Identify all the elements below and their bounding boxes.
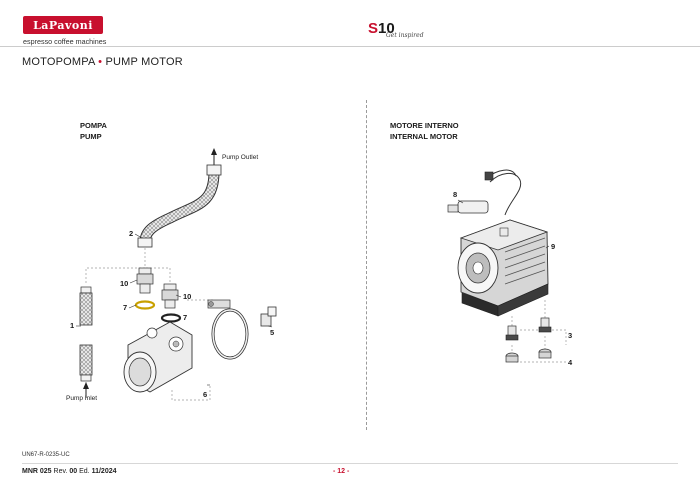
section-divider xyxy=(366,100,367,430)
model-name: S10 xyxy=(368,20,395,37)
fitting-left xyxy=(136,267,154,294)
callout-10-right: 10 xyxy=(183,292,192,301)
ed-label: Ed. xyxy=(79,468,90,475)
title-separator: • xyxy=(98,56,103,68)
header-rule xyxy=(0,46,700,47)
braided-pipe xyxy=(137,164,222,248)
document-code: UN67-R-0235-UC xyxy=(22,452,70,458)
motor-heading: MOTORE INTERNO INTERNAL MOTOR xyxy=(390,120,459,142)
motor-body xyxy=(457,219,549,317)
callout-8: 8 xyxy=(453,190,458,199)
callout-9: 9 xyxy=(551,242,556,251)
motor-capacitor xyxy=(447,169,522,216)
logo-text: LaPavoni xyxy=(33,18,93,32)
motor-feet-pads xyxy=(505,348,552,363)
callout-leaders xyxy=(76,233,273,386)
pump-outlet-label: Pump Outlet xyxy=(222,154,259,161)
pump-heading: POMPA PUMP xyxy=(80,120,107,142)
model-number: 10 xyxy=(378,20,395,37)
page-title: MOTOPOMPA • PUMP MOTOR xyxy=(22,56,183,68)
ed-value: 11/2024 xyxy=(91,468,117,475)
pump-body xyxy=(123,321,193,393)
motor-guide-lines xyxy=(511,300,567,363)
brand-logo: LaPavoni xyxy=(23,16,103,34)
callout-7-left: 7 xyxy=(123,303,128,312)
callout-1: 1 xyxy=(70,321,75,330)
title-english: PUMP MOTOR xyxy=(105,56,183,68)
model-tagline: Get inspired xyxy=(386,32,424,39)
manual-code: MNR 025 xyxy=(22,468,52,475)
rev-label: Rev. xyxy=(53,468,68,475)
motor-foot-screws xyxy=(505,317,552,341)
logo-subtitle: espresso coffee machines xyxy=(23,37,107,46)
callout-7-right: 7 xyxy=(183,313,188,322)
callout-6: 6 xyxy=(203,390,208,399)
pump-inlet-label: Pump Inlet xyxy=(66,395,98,402)
motor-heading-it: MOTORE INTERNO xyxy=(390,121,459,130)
callout-10-left: 10 xyxy=(120,279,129,288)
motor-heading-en: INTERNAL MOTOR xyxy=(390,132,458,141)
rev-value: 00 xyxy=(69,468,78,475)
footer-manual-info: MNR 025 Rev. 00 Ed. 11/2024 xyxy=(22,468,117,475)
inlet-hose xyxy=(79,286,93,398)
callout-3: 3 xyxy=(568,331,573,340)
fitting-right xyxy=(161,283,179,309)
bypass-valve xyxy=(260,306,277,327)
footer-rule xyxy=(22,463,678,464)
title-italian: MOTOPOMPA xyxy=(22,56,95,68)
page-number: - 12 - xyxy=(333,468,350,475)
callout-5: 5 xyxy=(270,328,275,337)
callout-4: 4 xyxy=(568,358,573,367)
callout-2: 2 xyxy=(129,229,134,238)
motor-callout-leaders xyxy=(457,199,550,249)
pump-clamp xyxy=(207,299,249,360)
pump-heading-it: POMPA xyxy=(80,121,107,130)
pump-heading-en: PUMP xyxy=(80,132,102,141)
model-prefix: S xyxy=(368,20,379,37)
